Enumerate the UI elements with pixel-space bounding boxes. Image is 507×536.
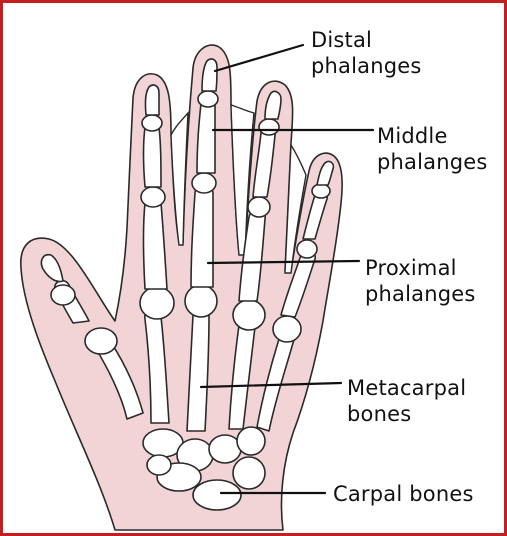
label-metacarpal-line2: bones [347,401,466,427]
label-distal-phalanges: Distal phalanges [311,27,422,79]
label-carpal-bones: Carpal bones [333,481,474,507]
leader-line-distal [215,45,303,71]
label-metacarpal-line1: Metacarpal [347,375,466,401]
label-proximal-phalanges: Proximal phalanges [365,255,476,307]
label-proximal-line2: phalanges [365,281,476,307]
label-middle-line2: phalanges [377,149,488,175]
label-middle-phalanges: Middle phalanges [377,123,488,175]
label-proximal-line1: Proximal [365,255,476,281]
label-metacarpal-bones: Metacarpal bones [347,375,466,427]
label-distal-line2: phalanges [311,53,422,79]
label-middle-line1: Middle [377,123,488,149]
label-carpal-line1: Carpal bones [333,481,474,507]
label-distal-line1: Distal [311,27,422,53]
